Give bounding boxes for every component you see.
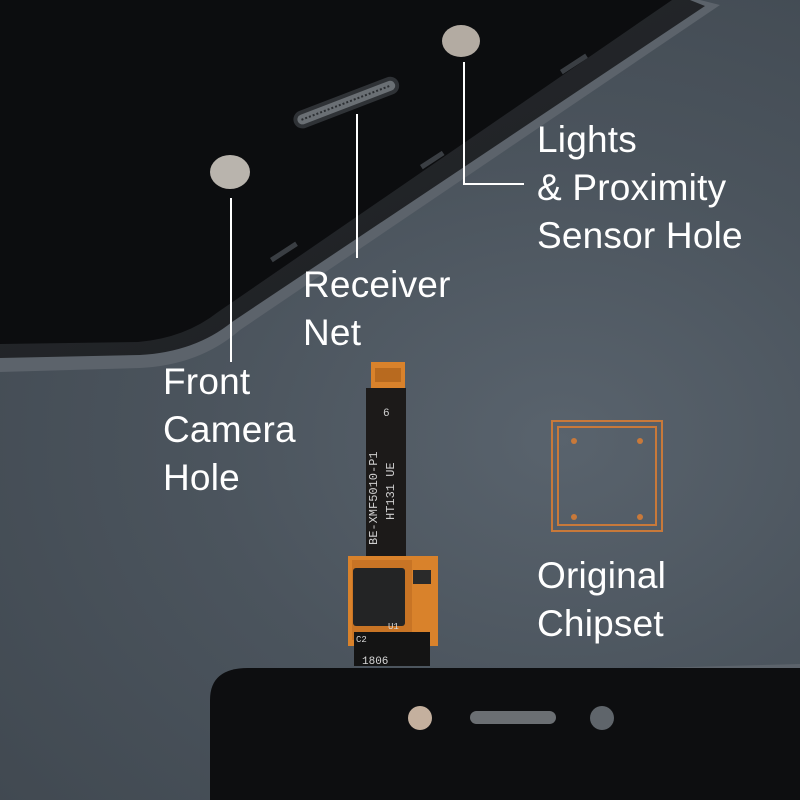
bottom-sensor-hole (590, 706, 614, 730)
label-line: Receiver (303, 264, 451, 305)
component-c2-label: C2 (356, 635, 367, 645)
cable-part-number: BE-XMF5010-P1 (367, 451, 381, 545)
label-line: Lights (537, 119, 637, 160)
chipset-label: Original Chipset (537, 552, 666, 648)
side-slot (270, 241, 298, 263)
label-line: & Proximity (537, 167, 727, 208)
sensor-hole (442, 25, 480, 57)
top-phone-panel (0, 0, 720, 372)
front-camera-label: Front Camera Hole (163, 358, 296, 502)
date-code-label: 1806 (362, 656, 388, 668)
sensor-label: Lights & Proximity Sensor Hole (537, 116, 743, 260)
label-line: Net (303, 312, 362, 353)
label-line: Chipset (537, 603, 664, 644)
label-line: Camera (163, 409, 296, 450)
chip-icon (551, 420, 663, 532)
front-camera-hole (210, 155, 250, 189)
side-slot (560, 53, 588, 75)
component-u1-label: U1 (388, 622, 399, 632)
label-line: Front (163, 361, 251, 402)
label-line: Original (537, 555, 667, 596)
bottom-receiver-net (470, 711, 556, 724)
flex-cable: 6 BE-XMF5010-P1 HT131 UE C2 U1 1806 (348, 362, 438, 668)
side-slot (420, 150, 445, 170)
bottom-camera-hole (408, 706, 432, 730)
receiver-net (293, 76, 400, 129)
chip-component (353, 568, 405, 626)
cable-batch-code: HT131 UE (384, 462, 398, 520)
bottom-phone-panel (210, 664, 800, 800)
receiver-label: Receiver Net (303, 261, 451, 357)
label-line: Sensor Hole (537, 215, 743, 256)
sensor-pointer-line (463, 62, 524, 185)
label-line: Hole (163, 457, 240, 498)
cable-pin-number: 6 (383, 408, 390, 420)
